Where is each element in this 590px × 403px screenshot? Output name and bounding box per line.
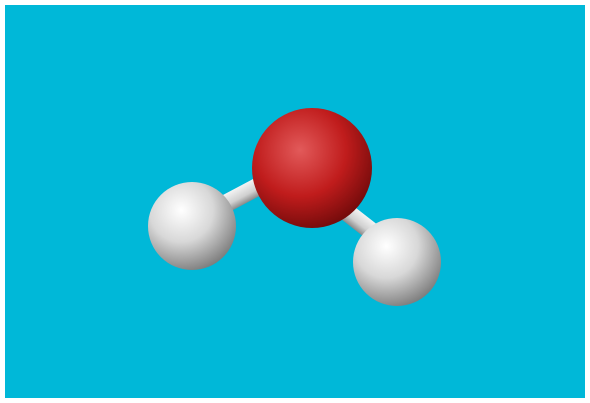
oxygen-atom xyxy=(252,108,372,228)
hydrogen-atom-right xyxy=(353,218,441,306)
hydrogen-atom-left xyxy=(148,182,236,270)
